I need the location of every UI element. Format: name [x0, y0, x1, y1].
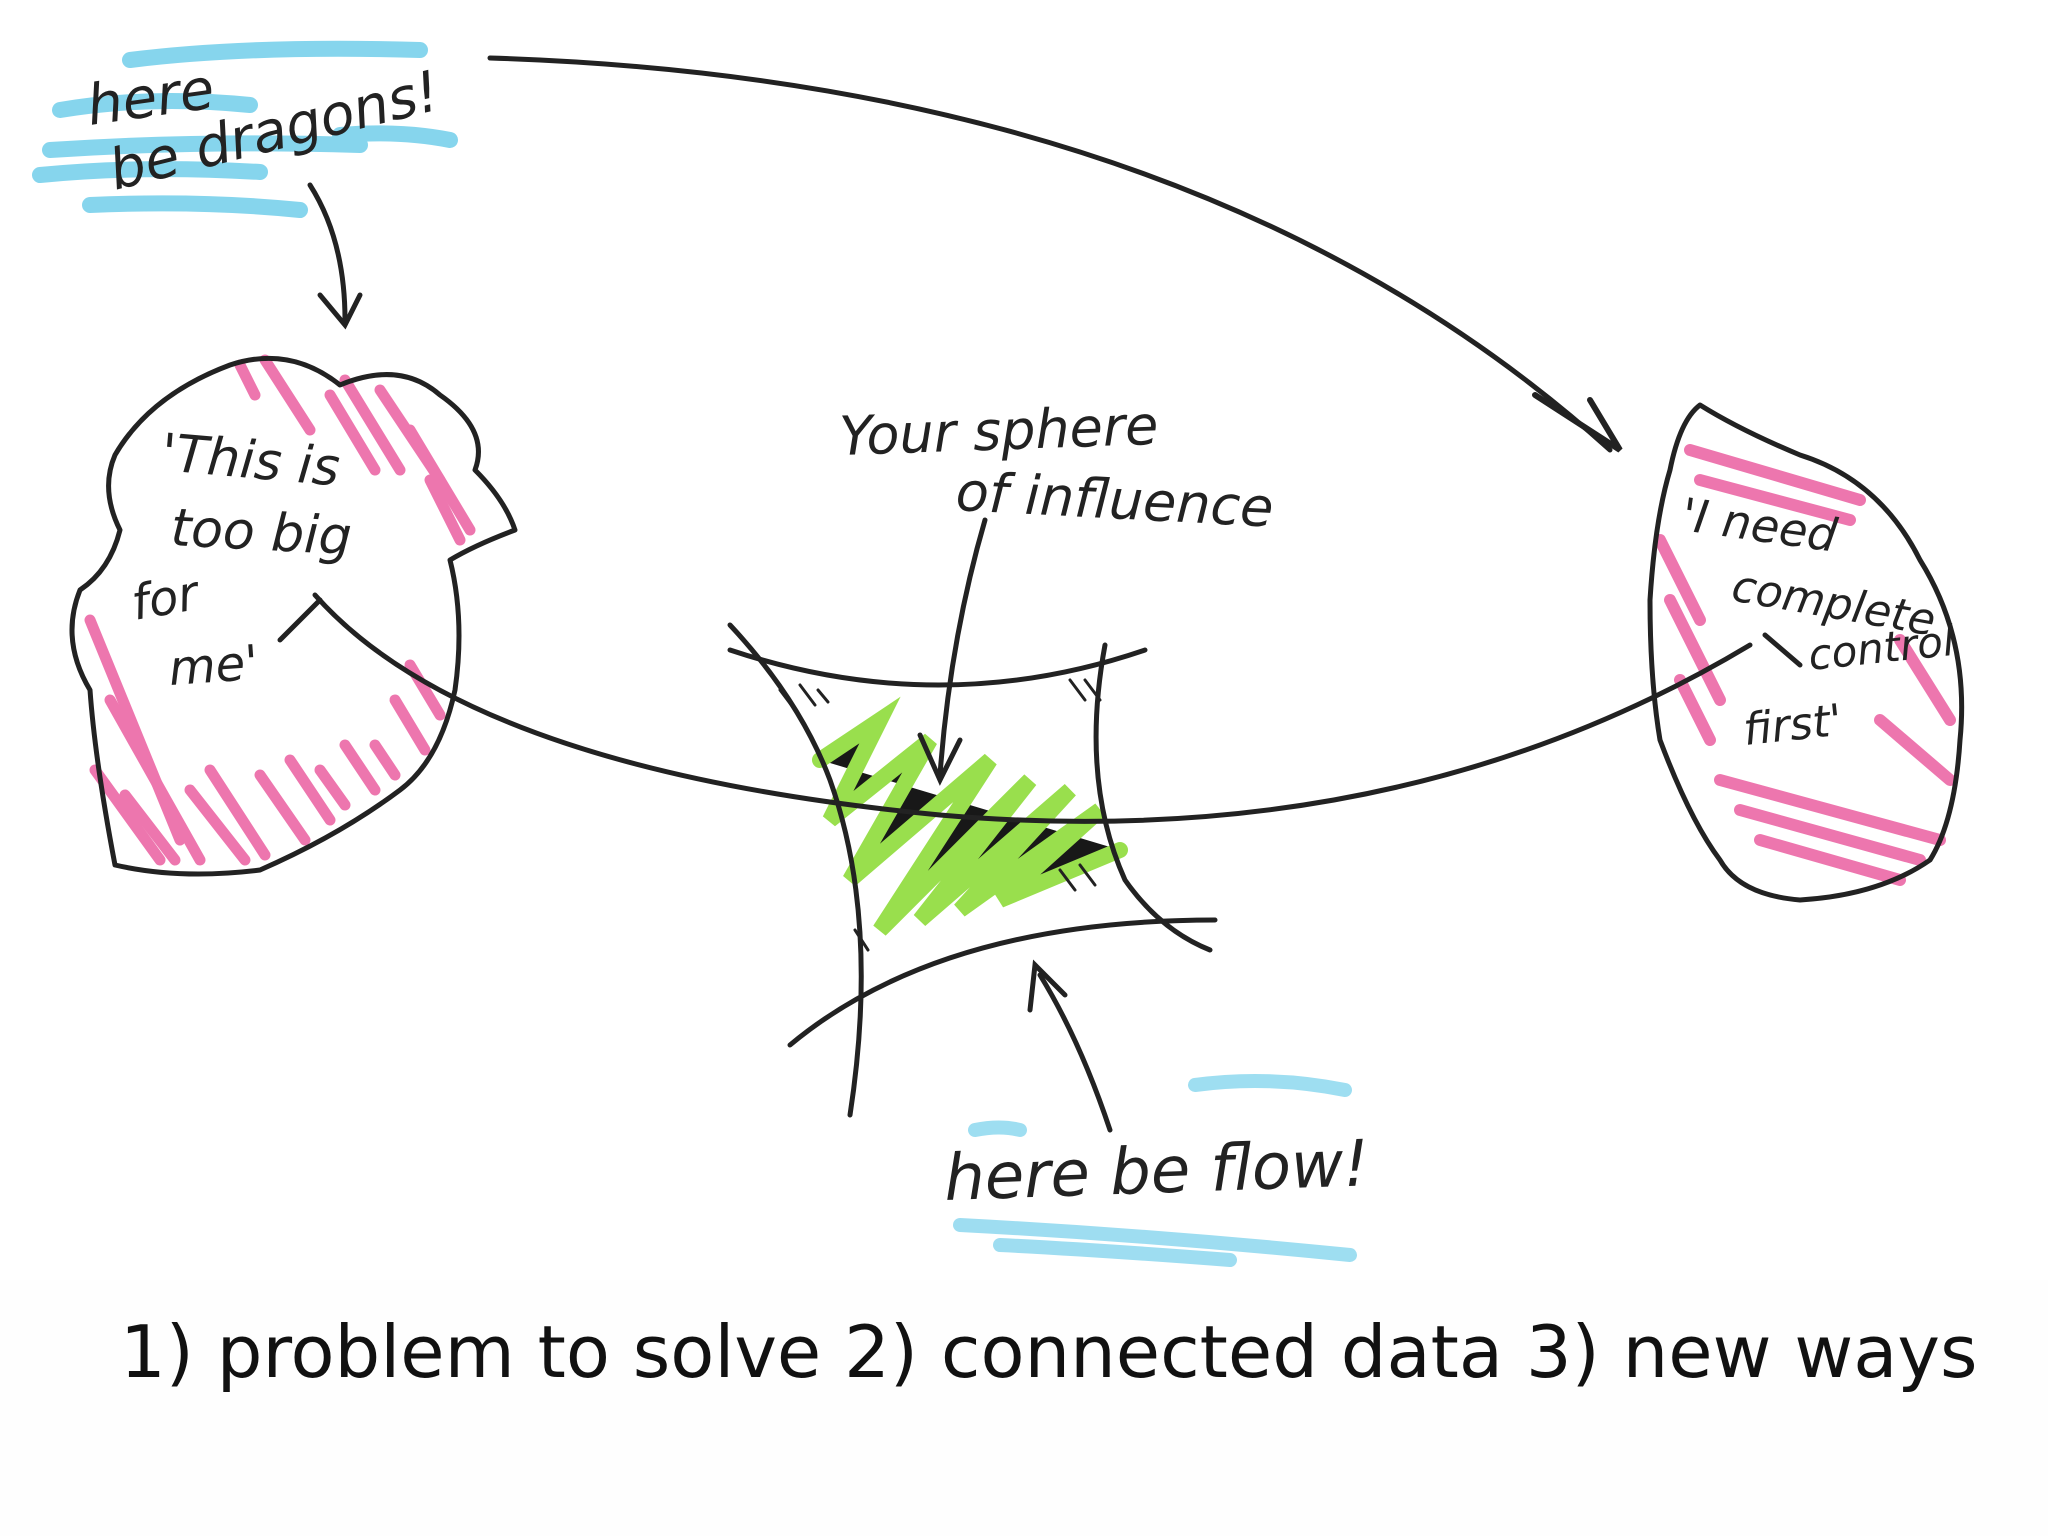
label-control: 'I need complete control first': [1678, 487, 1957, 756]
label-control-line4: first': [1741, 695, 1845, 756]
blue-highlight-dragons: [32, 40, 458, 218]
label-sphere: Your sphere of influence: [838, 394, 1275, 540]
blue-highlight-flow: [953, 1074, 1357, 1267]
arrow-from-flow: [1027, 959, 1113, 1133]
label-too-big-line2: too big: [169, 498, 353, 567]
slide-caption: 1) problem to solve 2) connected data 3)…: [120, 1310, 1978, 1394]
label-sphere-line1: Your sphere: [838, 394, 1159, 468]
sphere-of-influence: [727, 622, 1218, 1118]
sketch-drawing: here be dragons! 'This is too big for me…: [32, 40, 1965, 1267]
label-flow: here be flow!: [943, 1127, 1370, 1216]
label-sphere-line2: of influence: [954, 460, 1275, 540]
label-too-big-line1: 'This is: [159, 423, 342, 498]
label-too-big-line4: me': [167, 635, 260, 697]
arrow-to-sphere: [917, 517, 988, 786]
label-too-big: 'This is too big for me': [127, 423, 353, 697]
blob-control: [1647, 402, 1965, 903]
label-control-line1: 'I need: [1678, 487, 1841, 562]
arrow-to-left-blob: [307, 182, 363, 330]
connecting-lines: [277, 55, 1803, 824]
label-dragons: here be dragons!: [83, 57, 446, 204]
label-too-big-line3: for: [127, 565, 205, 632]
arrowhead-right-blob: [1532, 392, 1623, 453]
blob-too-big: [69, 354, 518, 877]
